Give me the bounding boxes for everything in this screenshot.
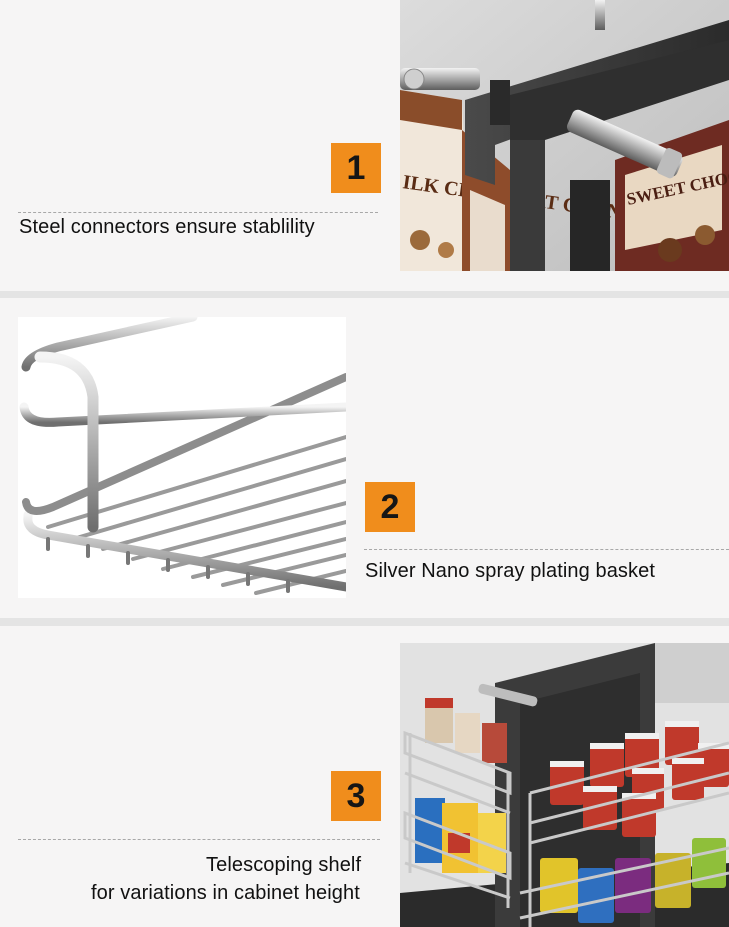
feature-panel-silver-basket: 2 Silver Nano spray plating basket (0, 298, 729, 618)
dashed-divider (18, 839, 380, 840)
feature-caption: Silver Nano spray plating basket (365, 560, 656, 582)
dashed-divider (18, 212, 378, 213)
dashed-divider (364, 549, 729, 550)
silver-basket-photo (18, 317, 346, 598)
telescoping-shelf-photo (400, 643, 729, 927)
feature-panel-telescoping-shelf: 3 Telescoping shelf for variations in ca… (0, 626, 729, 927)
steel-connector-photo: ILK CHOCOLAT CHUN SWEET CHOCOLATE CHUNKS (400, 0, 729, 271)
feature-panel-steel-connectors: 1 Steel connectors ensure stablility (0, 0, 729, 291)
feature-caption-line1: Telescoping shelf (206, 854, 362, 876)
feature-caption: Steel connectors ensure stablility (19, 216, 315, 238)
feature-number-badge: 3 (331, 771, 381, 821)
feature-number-badge: 2 (365, 482, 415, 532)
feature-number-badge: 1 (331, 143, 381, 193)
feature-caption-line2: for variations in cabinet height (91, 882, 360, 904)
